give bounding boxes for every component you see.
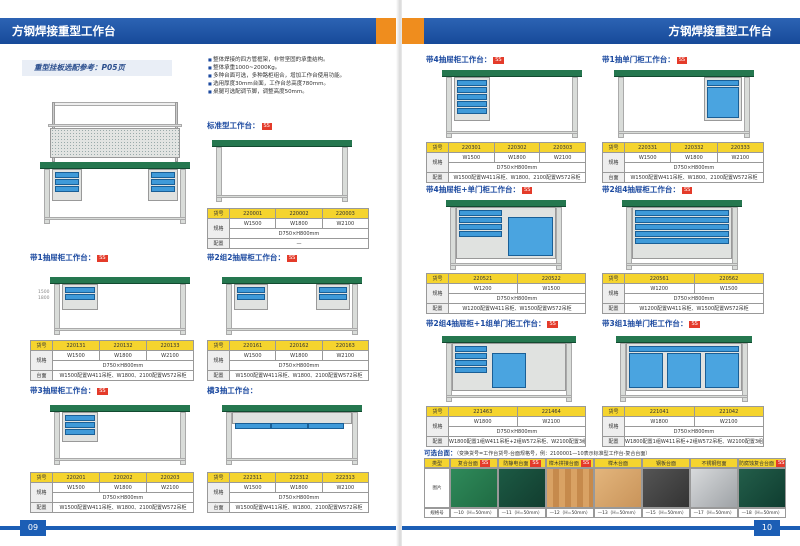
left-header-band: 方钢焊接重型工作台 [0, 18, 398, 44]
code-row-label: 规格号 [424, 508, 450, 518]
top-code: —11（H=50mm） [498, 508, 546, 518]
top-code: —17（H=50mm） [690, 508, 738, 518]
bench-image [222, 277, 362, 335]
lamp-bar [52, 102, 178, 106]
right-header-band: 方钢焊接重型工作台 [402, 18, 800, 44]
product-title: 带4抽屉柜工作台：SS [426, 55, 504, 64]
feature-item: 选用厚度30mm台面，工作台总高度780mm。 [208, 80, 345, 88]
product-title: 带2组4抽屉柜工作台：SS [602, 185, 693, 194]
feature-item: 整体焊接的四方管框架，非常坚固的承重结构。 [208, 56, 345, 64]
product-title: 带2组4抽屉柜+1组单门柜工作台：SS [426, 319, 558, 328]
bench-image [222, 405, 362, 465]
anticorrosion-top-swatch [738, 468, 786, 508]
header-accent [402, 18, 424, 44]
composite-top-swatch [450, 468, 498, 508]
product-title: 带3抽屉柜工作台：SS [30, 386, 108, 395]
top-code: —18（H=50mm） [738, 508, 786, 518]
feature-item: 整体承重1000~2000Kg。 [208, 64, 345, 72]
top-type: 钢板台面 [642, 458, 690, 468]
product-title: 带3组1抽单门柜工作台：SS [602, 319, 700, 328]
product-title: 带2组2抽屉柜工作台：SS [207, 253, 298, 262]
top-code: —12（H=50mm） [546, 508, 594, 518]
left-page: 方钢焊接重型工作台 重型挂板选配参考：P05页 整体焊接的四方管框架，非常坚固的… [0, 0, 398, 546]
page-number: 10 [754, 520, 780, 536]
antistatic-top-swatch [498, 468, 546, 508]
bench-image [616, 336, 752, 402]
page-number: 09 [20, 520, 46, 536]
pegboard [50, 128, 180, 158]
beech-top-swatch [594, 468, 642, 508]
top-shelf [48, 124, 182, 127]
bench-image [622, 200, 742, 270]
product-title: 带4抽屉柜+单门柜工作台：SS [426, 185, 533, 194]
product-title: 横3抽工作台： [207, 386, 258, 395]
image-row-label: 图片 [424, 468, 450, 508]
stainless-steel-top-swatch [690, 468, 738, 508]
hanging-board-reference: 重型挂板选配参考：P05页 [22, 60, 172, 76]
optional-tops-heading: 可选台面：（变换货号=工作台货号-台面规格号，例：2100001—10表示标准型… [424, 449, 651, 457]
bench-image [442, 70, 582, 138]
bench-image [50, 277, 190, 335]
bench-image [442, 336, 576, 402]
header-accent [376, 18, 398, 44]
top-code: —13（H=50mm） [594, 508, 642, 518]
footer-bar [0, 526, 398, 530]
top-code: —10（H=50mm） [450, 508, 498, 518]
feature-item: 桌腿可选配调节脚，调整高度50mm。 [208, 88, 345, 96]
type-row-label: 类型 [424, 458, 450, 468]
bench-image [446, 200, 566, 270]
top-code: —15（H=50mm） [642, 508, 690, 518]
top-type: 不锈钢包面 [690, 458, 738, 468]
feature-item: 多种台面可选，多种路柜组合，增加工作台使用功能。 [208, 72, 345, 80]
steel-plate-top-swatch [642, 468, 690, 508]
bench-image [50, 405, 190, 465]
beech-laminated-top-swatch [546, 468, 594, 508]
feature-list: 整体焊接的四方管框架，非常坚固的承重结构。 整体承重1000~2000Kg。 多… [208, 56, 345, 96]
product-title: 带1抽屉柜工作台：SS [30, 253, 108, 262]
footer-bar [402, 526, 800, 530]
bench-image [614, 70, 754, 138]
book-gutter [396, 0, 404, 546]
product-title: 带1抽单门柜工作台：SS [602, 55, 688, 64]
top-type: 榉木台面 [594, 458, 642, 468]
product-title: 标准型工作台：SS [207, 121, 272, 130]
standard-bench-image [212, 140, 352, 202]
